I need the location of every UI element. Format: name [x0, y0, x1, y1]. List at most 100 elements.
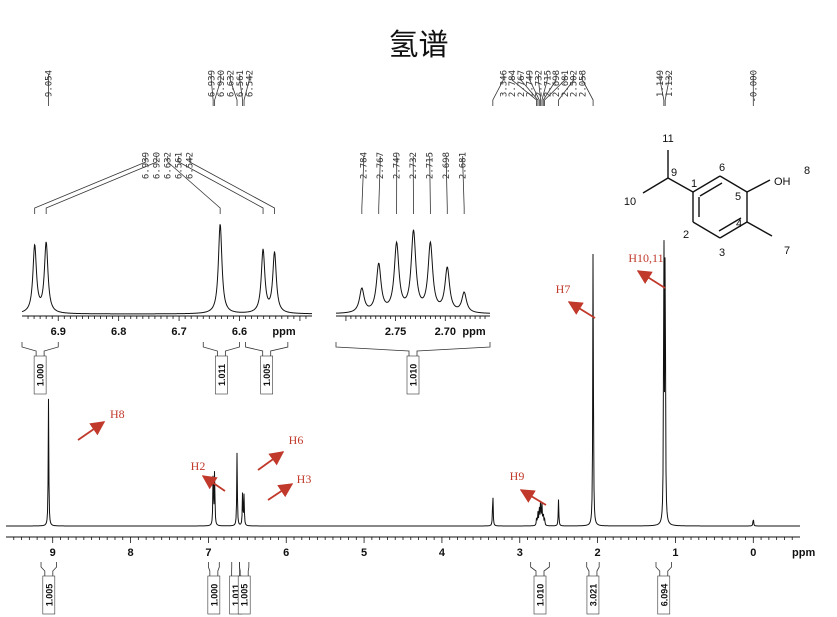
integral-value: 1.011 [217, 364, 227, 386]
x-tick-label: 1 [672, 547, 678, 559]
integral-bracket [207, 562, 220, 576]
annotation-arrow [201, 475, 226, 492]
integral-bracket [655, 562, 672, 576]
peak-label-line [429, 156, 431, 214]
peak-label: 2.784 [360, 152, 370, 179]
hydroxyl-label: OH [774, 176, 791, 188]
peak-label: 2.767 [376, 152, 386, 179]
integral-value: 1.005 [262, 364, 272, 387]
peak-label: 2.749 [393, 152, 403, 179]
annotation-label: H9 [510, 469, 525, 483]
integral-box [215, 355, 228, 395]
peak-label: -0.000 [749, 70, 759, 103]
integral-bracket [239, 562, 250, 576]
peak-label-line [511, 74, 537, 106]
annotation-arrow [267, 483, 294, 501]
peak-label-line [520, 74, 539, 106]
peak-label-line [210, 74, 214, 106]
atom-label-5: 5 [735, 191, 741, 203]
integral-box [42, 575, 56, 615]
peak-label: 6.939 [142, 152, 152, 179]
peak-label-line [582, 74, 594, 106]
peak-label: 2.681 [459, 152, 469, 179]
peak-label: 2.715 [426, 152, 436, 179]
integral-value: 1.000 [36, 364, 46, 387]
peak-label-line [361, 156, 365, 214]
peak-label-line [214, 74, 222, 106]
integral-box [207, 575, 221, 615]
integral-bracket [586, 562, 600, 576]
x-tick-label: 5 [361, 547, 367, 559]
inset-axis-unit: ppm [462, 326, 485, 338]
x-tick-label: 8 [127, 547, 133, 559]
peak-label: 2.698 [552, 70, 562, 97]
chart-title: 氢谱 [388, 28, 449, 63]
integral-value: 1.011 [231, 584, 241, 606]
x-tick-label: 7 [205, 547, 211, 559]
inset-tick-label: 6.6 [232, 326, 247, 338]
integral-value: 1.005 [44, 584, 54, 607]
integral-value: 1.005 [240, 584, 250, 607]
peak-label: 2.681 [561, 70, 571, 97]
bond [642, 177, 669, 194]
annotation-label: H2 [191, 459, 206, 473]
peak-label: 2.784 [508, 70, 518, 97]
peak-label-line [243, 74, 250, 106]
inset-tick-label: 6.8 [111, 326, 126, 338]
x-tick-label: 9 [50, 547, 56, 559]
annotation-label: H6 [289, 433, 304, 447]
peak-label-line [538, 74, 542, 106]
integral-bracket [335, 342, 491, 356]
integral-box [657, 575, 671, 615]
peak-label-line [378, 156, 381, 214]
bond [692, 175, 721, 193]
annotation-arrow [567, 301, 596, 319]
peak-label-line [445, 156, 448, 214]
atom-label-6: 6 [719, 162, 725, 174]
atom-label-11: 11 [662, 133, 673, 145]
integral-bracket [530, 562, 550, 576]
spectrum-trace [335, 229, 491, 314]
peak-label-line [544, 74, 566, 106]
bond [719, 221, 748, 239]
annotation-label: H10,11 [628, 251, 663, 265]
peak-label: 2.058 [578, 70, 588, 97]
peak-label-line [664, 74, 670, 106]
annotation-label: H8 [110, 407, 125, 421]
peak-label-line [659, 74, 665, 106]
peak-label: 6.542 [186, 152, 196, 179]
peak-label-line [45, 156, 158, 214]
peak-label-line [529, 74, 540, 106]
peak-label: 6.561 [175, 152, 185, 179]
inset-tick-label: 2.70 [435, 326, 456, 338]
x-tick-label: 2 [595, 547, 601, 559]
double-bond [718, 217, 742, 232]
integral-box [533, 575, 547, 615]
bond [746, 221, 773, 237]
peak-label: 6.542 [245, 70, 255, 97]
peak-label: 2.715 [543, 70, 553, 97]
inset-tick-label: 6.9 [51, 326, 66, 338]
atom-label-10: 10 [624, 196, 636, 208]
peak-label-line [492, 74, 504, 106]
peak-label-line [558, 74, 575, 106]
x-tick-label: 3 [517, 547, 523, 559]
x-tick-label: 6 [283, 547, 289, 559]
annotation-label: H3 [297, 472, 312, 486]
peak-label-line [542, 74, 557, 106]
annotation-arrow [636, 270, 666, 289]
annotation-arrow [519, 489, 547, 506]
spectrum-trace [21, 224, 312, 315]
integral-box [406, 355, 420, 395]
peak-label: 6.920 [153, 152, 163, 179]
peak-label: 3.346 [499, 70, 509, 97]
x-tick-label: 0 [750, 547, 756, 559]
peak-label: 9.054 [45, 70, 55, 97]
bond [719, 175, 748, 193]
